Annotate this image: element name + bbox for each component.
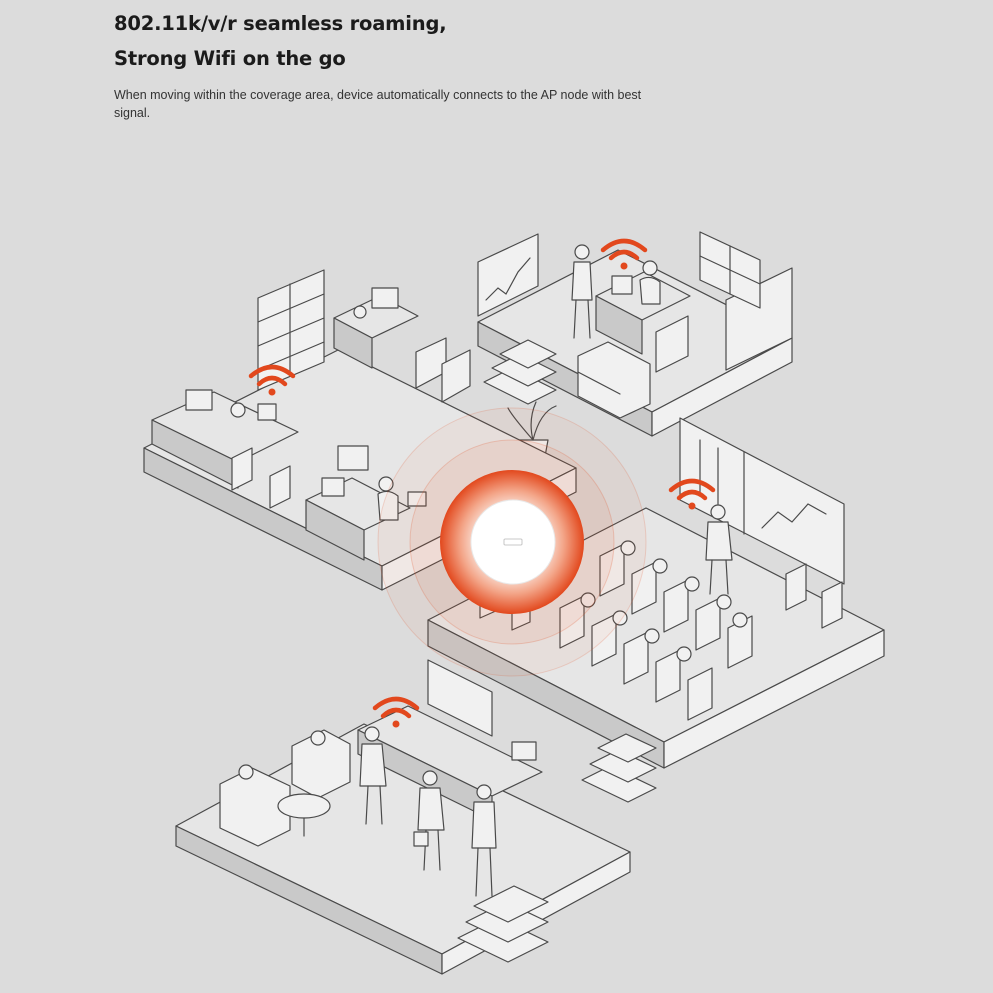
wifi-signal-icon <box>600 238 648 270</box>
hero-section: 802.11k/v/r seamless roaming, Strong Wif… <box>114 6 714 122</box>
wifi-signal-icon <box>372 696 420 728</box>
headline-line-2: Strong Wifi on the go <box>114 47 346 70</box>
hero-description: When moving within the coverage area, de… <box>114 88 642 120</box>
access-point <box>377 407 647 677</box>
lounge-area <box>175 659 657 975</box>
upper-office-area <box>477 231 793 463</box>
wifi-signal-icon <box>248 364 296 396</box>
headline-line-1: 802.11k/v/r seamless roaming, <box>114 12 447 35</box>
left-office-area <box>143 269 577 591</box>
wifi-signal-icon <box>668 478 716 510</box>
